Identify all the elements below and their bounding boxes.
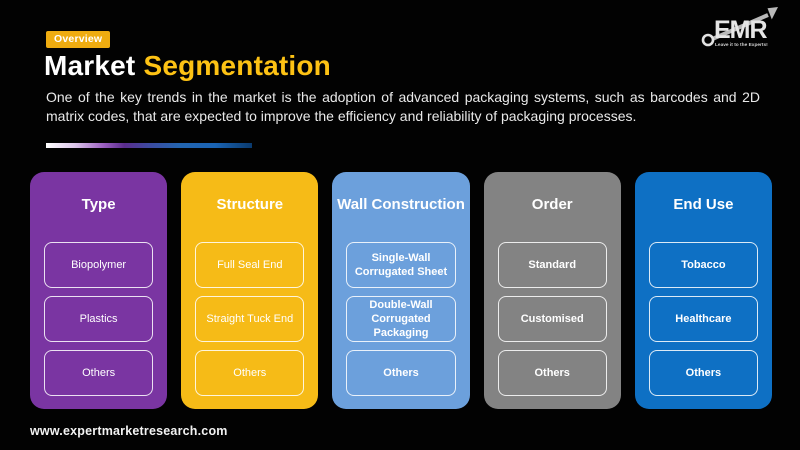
page-title-market: Market	[44, 50, 136, 81]
segment-item: Double-Wall Corrugated Packaging	[346, 296, 456, 342]
page-title-segmentation: Segmentation	[143, 50, 331, 81]
logo-arrow-head	[767, 7, 778, 20]
logo-tagline: Leave it to the Experts!	[715, 42, 768, 48]
segment-item: Full Seal End	[195, 242, 305, 288]
column-title: Order	[531, 196, 573, 213]
segment-item: Others	[44, 350, 154, 396]
segment-item: Tobacco	[648, 242, 759, 288]
page-title: Market Segmentation	[44, 50, 331, 82]
segment-item: Others	[346, 350, 456, 396]
column-title: Wall Construction	[337, 196, 465, 213]
emr-logo: EMR Leave it to the Experts!	[700, 6, 788, 52]
segment-item: Standard	[497, 242, 607, 288]
overview-badge: Overview	[46, 31, 111, 48]
description-text: One of the key trends in the market is t…	[46, 89, 760, 124]
column-title: Type	[81, 196, 116, 213]
segment-item: Single-Wall Corrugated Sheet	[346, 242, 456, 288]
segment-item: Others	[648, 350, 759, 396]
column-title: End Use	[673, 196, 734, 213]
segment-item: Biopolymer	[44, 242, 154, 288]
website-url: www.expertmarketresearch.com	[30, 424, 228, 438]
logo-circle-icon	[701, 33, 715, 47]
gradient-divider	[46, 143, 252, 148]
segment-item: Straight Tuck End	[195, 296, 305, 342]
segment-item: Others	[195, 350, 305, 396]
column-title: Structure	[216, 196, 284, 213]
logo-arrow-shaft	[709, 13, 769, 42]
segment-item: Healthcare	[648, 296, 759, 342]
segment-item: Customised	[497, 296, 607, 342]
segment-item: Plastics	[44, 296, 154, 342]
emr-logo-graphic: EMR Leave it to the Experts!	[701, 7, 778, 48]
segment-item: Others	[497, 350, 607, 396]
logo-text: EMR	[714, 16, 768, 44]
